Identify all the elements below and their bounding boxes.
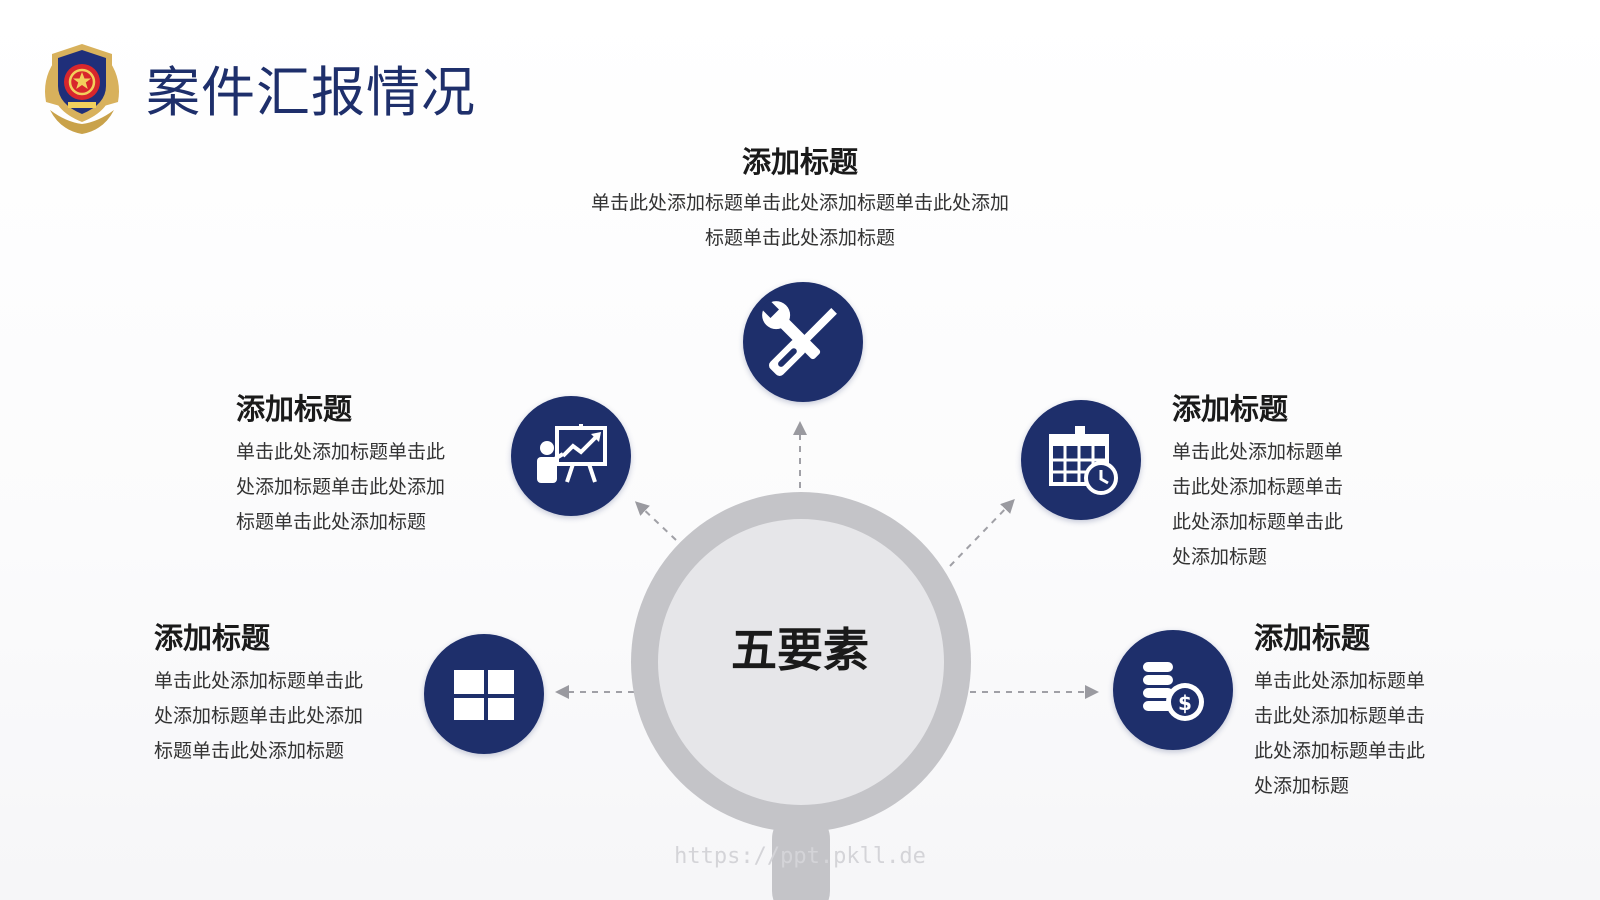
upper-right-text: 单击此处添加标题单 击此处添加标题单击 此处添加标题单击此 处添加标题 bbox=[1172, 435, 1392, 575]
upper-left-text-line: 单击此处添加标题单击此 bbox=[236, 441, 446, 463]
lower-left-title: 添加标题 bbox=[154, 621, 271, 655]
icon-circle-top bbox=[743, 282, 863, 402]
tools-icon bbox=[760, 299, 837, 376]
upper-right-text-line: 处添加标题 bbox=[1172, 546, 1268, 568]
upper-right-text-line: 单击此处添加标题单 bbox=[1172, 441, 1344, 463]
calendar-clock-icon bbox=[1049, 426, 1118, 495]
presentation-chart-icon bbox=[537, 424, 607, 483]
grid-blocks-icon bbox=[454, 670, 514, 720]
lower-right-text: 单击此处添加标题单 击此处添加标题单击 此处添加标题单击此 处添加标题 bbox=[1254, 664, 1474, 804]
lower-right-text-line: 此处添加标题单击此 bbox=[1254, 740, 1426, 762]
top-text-line: 单击此处添加标题单击此处添加标题单击此处添加 bbox=[590, 192, 1009, 214]
upper-left-title: 添加标题 bbox=[236, 392, 353, 426]
lower-right-text-line: 处添加标题 bbox=[1254, 775, 1350, 797]
top-text: 单击此处添加标题单击此处添加标题单击此处添加 标题单击此处添加标题 bbox=[560, 186, 1040, 256]
watermark-url: https://ppt.pkll.de bbox=[674, 844, 926, 869]
top-text-line: 标题单击此处添加标题 bbox=[704, 227, 895, 249]
upper-right-title: 添加标题 bbox=[1172, 392, 1289, 426]
lower-right-text-line: 单击此处添加标题单 bbox=[1254, 670, 1426, 692]
svg-text:$: $ bbox=[1178, 691, 1192, 715]
icon-circle-lower-left bbox=[424, 634, 544, 754]
upper-left-text: 单击此处添加标题单击此 处添加标题单击此处添加 标题单击此处添加标题 bbox=[236, 435, 486, 540]
top-title: 添加标题 bbox=[741, 145, 858, 179]
upper-right-text-line: 此处添加标题单击此 bbox=[1172, 511, 1344, 533]
center-label: 五要素 bbox=[731, 623, 869, 677]
icon-circle-lower-right: $ bbox=[1113, 630, 1233, 750]
connector-upper-right bbox=[949, 498, 1015, 567]
police-emblem-icon bbox=[45, 44, 119, 134]
lower-left-text: 单击此处添加标题单击此 处添加标题单击此处添加 标题单击此处添加标题 bbox=[154, 664, 404, 769]
upper-left-text-line: 处添加标题单击此处添加 bbox=[236, 476, 446, 498]
connector-upper-left bbox=[634, 501, 677, 541]
icon-circle-upper-right bbox=[1021, 400, 1141, 520]
lower-right-text-line: 击此处添加标题单击 bbox=[1254, 705, 1426, 727]
upper-left-text-line: 标题单击此处添加标题 bbox=[236, 511, 427, 533]
upper-right-text-line: 击此处添加标题单击 bbox=[1172, 476, 1344, 498]
coins-dollar-icon: $ bbox=[1143, 662, 1204, 721]
icon-circle-upper-left bbox=[511, 396, 631, 516]
lower-left-text-line: 单击此处添加标题单击此 bbox=[154, 670, 364, 692]
lower-left-text-line: 处添加标题单击此处添加 bbox=[154, 705, 364, 727]
lower-left-text-line: 标题单击此处添加标题 bbox=[154, 740, 345, 762]
page-title: 案件汇报情况 bbox=[146, 61, 476, 124]
lower-right-title: 添加标题 bbox=[1254, 621, 1371, 655]
